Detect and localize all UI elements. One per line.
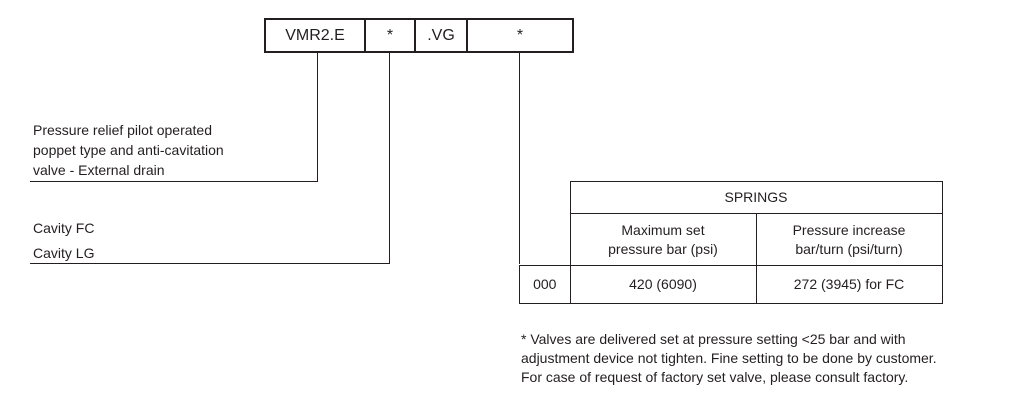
- leader-line-cavity-horizontal: [30, 263, 390, 264]
- row-code: 000: [519, 265, 571, 304]
- row-max-pressure: 420 (6090): [569, 265, 757, 304]
- header-pressure-increase-line1: Pressure increase: [792, 221, 906, 238]
- valve-type-label-line3: valve - External drain: [33, 162, 165, 178]
- leader-line-model-vertical: [317, 53, 318, 181]
- cavity-fc-label: Cavity FC: [33, 220, 95, 236]
- code-vg-text: .VG: [427, 26, 455, 44]
- table-corner-blank: [520, 182, 571, 214]
- header-max-pressure-line2: pressure bar (psi): [608, 240, 718, 257]
- code-box-vg: .VG: [414, 18, 468, 53]
- code-spring-text: *: [516, 26, 524, 44]
- code-box-model: VMR2.E: [264, 18, 366, 53]
- valve-type-label-line2: poppet type and anti-cavitation: [33, 142, 224, 158]
- springs-title: SPRINGS: [569, 181, 943, 214]
- table-row: 000 420 (6090) 272 (3945) for FC: [519, 265, 943, 304]
- footnote-line3: For case of request of factory set valve…: [521, 369, 909, 385]
- code-box-spring: *: [466, 18, 574, 53]
- header-max-pressure-line1: Maximum set: [621, 221, 705, 238]
- leader-line-spring-vertical: [519, 53, 520, 264]
- code-cavity-text: *: [386, 26, 394, 44]
- header-pressure-increase-line2: bar/turn (psi/turn): [795, 240, 903, 257]
- valve-type-label-line1: Pressure relief pilot operated: [33, 122, 212, 138]
- header-max-pressure: Maximum set pressure bar (psi): [569, 213, 757, 266]
- leader-line-model-horizontal: [30, 181, 318, 182]
- footnote-line2: adjustment device not tighten. Fine sett…: [521, 350, 937, 366]
- code-box-cavity: *: [364, 18, 416, 53]
- table-header-blank: [519, 213, 571, 266]
- header-pressure-increase: Pressure increase bar/turn (psi/turn): [755, 213, 943, 266]
- row-increase: 272 (3945) for FC: [755, 265, 943, 304]
- springs-table: SPRINGS Maximum set pressure bar (psi) P…: [519, 181, 943, 304]
- footnote-line1: * Valves are delivered set at pressure s…: [521, 331, 906, 347]
- leader-line-cavity-vertical: [389, 53, 390, 264]
- code-model-text: VMR2.E: [285, 26, 345, 44]
- cavity-lg-label: Cavity LG: [33, 245, 95, 261]
